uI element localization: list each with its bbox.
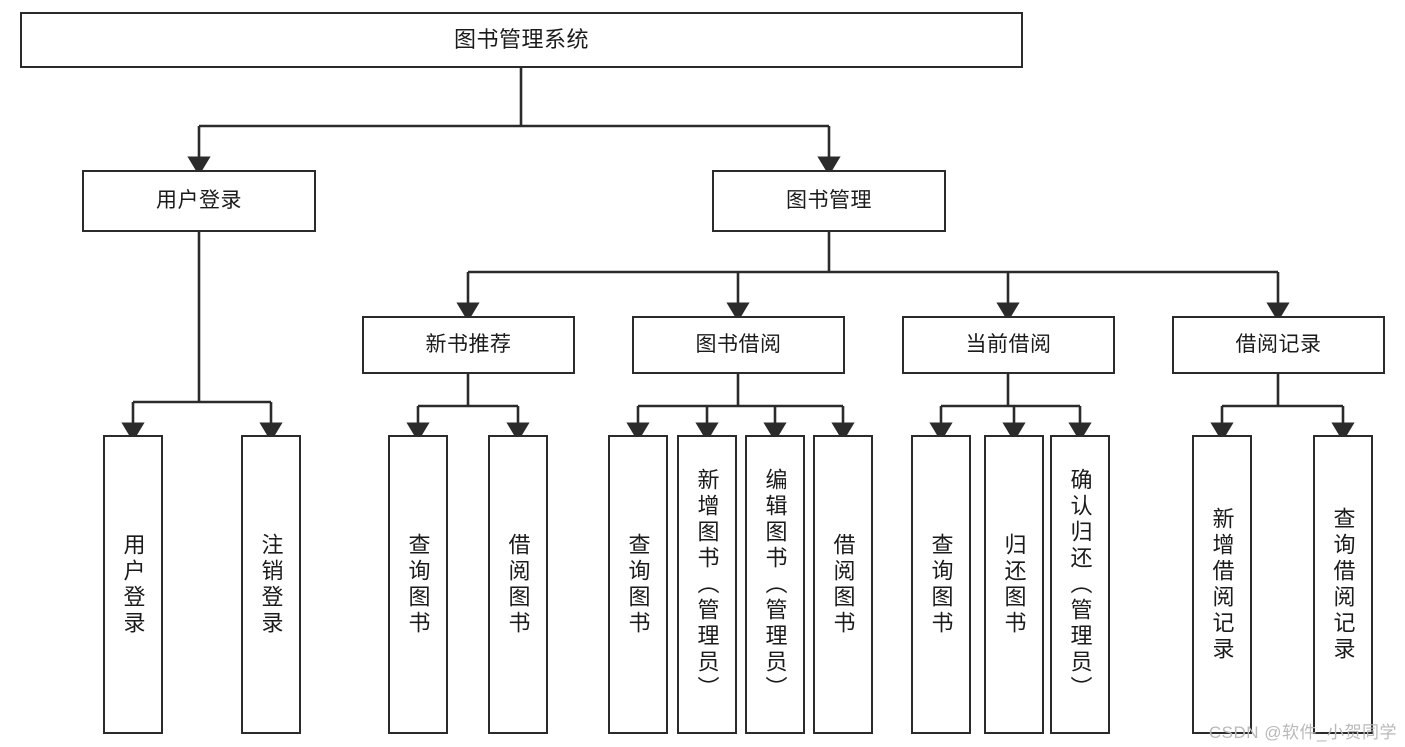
- node-leaf-query-borrow-record[interactable]: 查询借阅记录: [1313, 435, 1373, 734]
- node-label: 新书推荐: [425, 332, 512, 356]
- node-label: 新增借阅记录: [1209, 506, 1235, 663]
- node-leaf-borrow-book-recommend[interactable]: 借阅图书: [488, 435, 548, 734]
- node-leaf-add-borrow-record[interactable]: 新增借阅记录: [1192, 435, 1252, 734]
- node-label: 查询图书: [625, 532, 651, 637]
- node-label: 图书管理系统: [453, 27, 589, 53]
- node-label: 查询借阅记录: [1330, 506, 1356, 663]
- node-new-book-recommend[interactable]: 新书推荐: [362, 316, 575, 374]
- node-leaf-return-book[interactable]: 归还图书: [984, 435, 1044, 734]
- node-label: 用户登录: [156, 188, 242, 212]
- node-leaf-user-login[interactable]: 用户登录: [103, 435, 163, 734]
- node-book-management[interactable]: 图书管理: [712, 170, 946, 232]
- node-label: 用户登录: [120, 532, 146, 637]
- node-leaf-edit-book-admin[interactable]: 编辑图书（管理员）: [745, 435, 805, 734]
- watermark-text: CSDN @软件_小贺同学: [1208, 723, 1397, 742]
- node-book-borrow[interactable]: 图书借阅: [632, 316, 845, 374]
- node-leaf-logout[interactable]: 注销登录: [241, 435, 301, 734]
- node-label: 图书管理: [786, 188, 872, 212]
- node-book-management-system[interactable]: 图书管理系统: [20, 12, 1023, 68]
- node-label: 归还图书: [1001, 532, 1027, 637]
- node-label: 当前借阅: [965, 332, 1052, 356]
- node-label: 借阅图书: [505, 532, 531, 637]
- node-label: 确认归还（管理员）: [1067, 467, 1093, 702]
- node-label: 注销登录: [258, 532, 284, 637]
- node-label: 查询图书: [928, 532, 954, 637]
- node-leaf-query-book-recommend[interactable]: 查询图书: [388, 435, 448, 734]
- node-label: 借阅图书: [830, 532, 856, 637]
- node-label: 图书借阅: [695, 332, 782, 356]
- node-label: 新增图书（管理员）: [694, 467, 720, 702]
- node-label: 借阅记录: [1235, 332, 1322, 356]
- node-leaf-query-book-borrow[interactable]: 查询图书: [608, 435, 668, 734]
- node-user-login[interactable]: 用户登录: [82, 170, 316, 232]
- node-label: 查询图书: [405, 532, 431, 637]
- node-leaf-add-book-admin[interactable]: 新增图书（管理员）: [677, 435, 737, 734]
- node-label: 编辑图书（管理员）: [762, 467, 788, 702]
- node-leaf-query-book-current[interactable]: 查询图书: [911, 435, 971, 734]
- node-leaf-confirm-return-admin[interactable]: 确认归还（管理员）: [1050, 435, 1110, 734]
- node-borrow-record[interactable]: 借阅记录: [1172, 316, 1385, 374]
- node-current-borrow[interactable]: 当前借阅: [902, 316, 1115, 374]
- node-leaf-borrow-book[interactable]: 借阅图书: [813, 435, 873, 734]
